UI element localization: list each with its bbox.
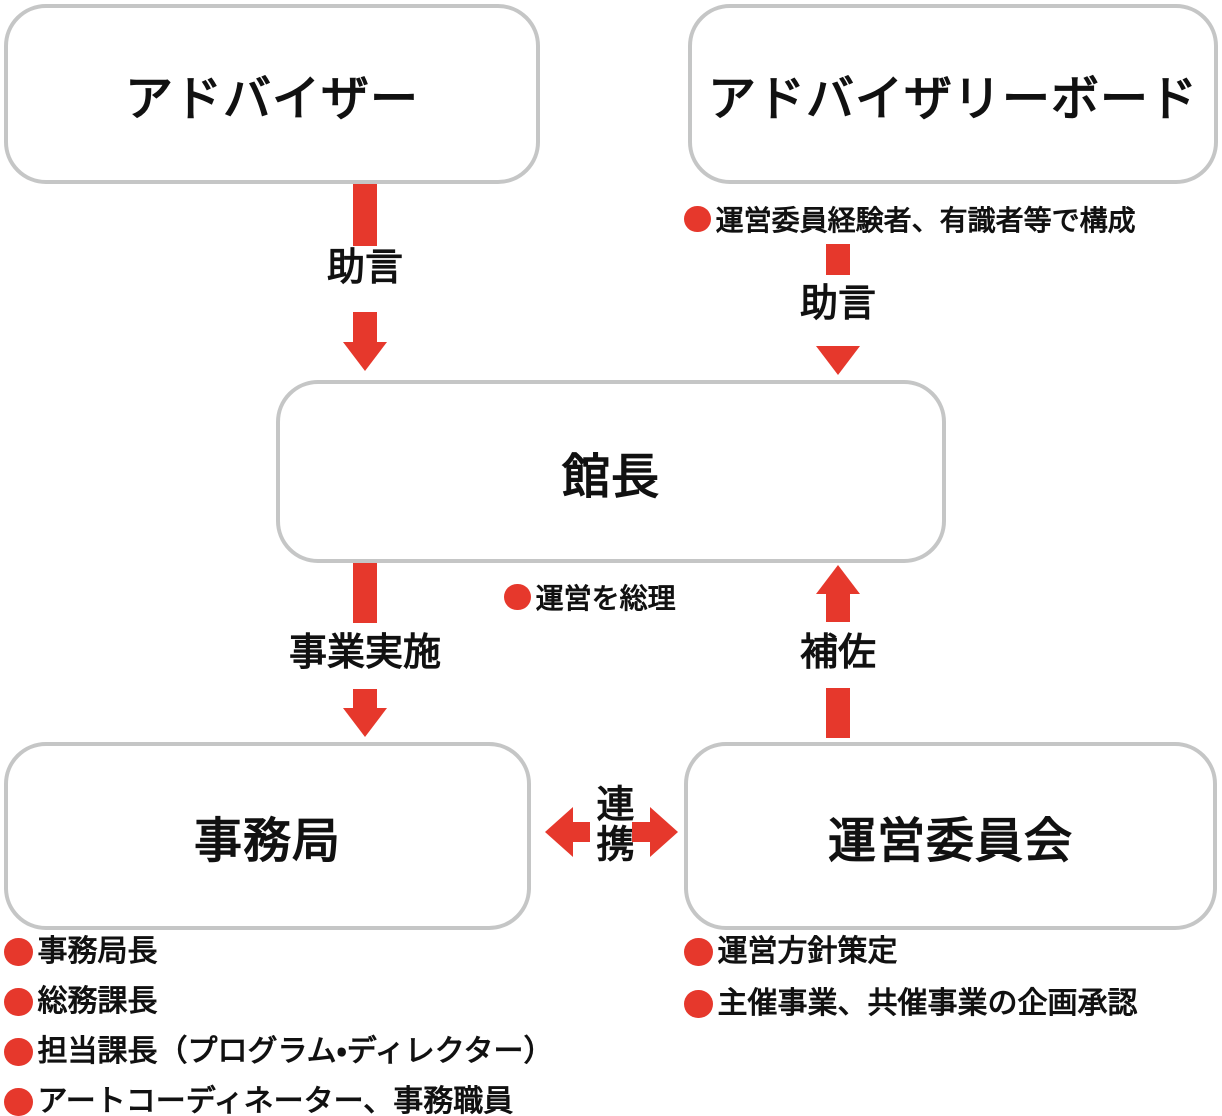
- bullet-icon: [684, 937, 713, 967]
- advisor-advice-arrow-shaft: [353, 312, 377, 342]
- advisor-advice-arrow-label: 助言: [326, 247, 404, 289]
- advisory-board-note-text: 運営委員経験者、有識者等で構成: [715, 205, 1136, 236]
- director-note-text: 運営を総理: [535, 583, 676, 614]
- business-execution-arrow-shaft: [353, 689, 377, 709]
- link-arrow-left-shaft: [570, 822, 590, 842]
- bullet-icon: [684, 989, 713, 1019]
- box-advisor-label: アドバイザー: [124, 73, 419, 126]
- assist-arrowhead-up-icon: [816, 565, 860, 594]
- assist-arrow-label: 補佐: [799, 632, 877, 674]
- business-execution-arrow-segment: [353, 563, 377, 623]
- steering-committee-note-text: 運営方針策定: [717, 935, 898, 968]
- secretariat-note-text: 事務局長: [37, 935, 158, 968]
- advisor-advice-arrowhead-down-icon: [343, 342, 387, 371]
- advisory-board-advice-arrowhead-down-icon: [816, 346, 860, 375]
- box-advisory-board: アドバイザリーボード: [688, 4, 1218, 184]
- assist-arrow-shaft: [826, 594, 850, 622]
- list-item: 総務課長: [4, 984, 554, 1020]
- advisory-board-note: 運営委員経験者、有識者等で構成: [684, 199, 1136, 239]
- box-director-label: 館長: [561, 450, 660, 504]
- secretariat-note-list: 事務局長 総務課長 担当課長（プログラム・ディレクター） アートコーディネーター…: [4, 934, 554, 1116]
- box-secretariat: 事務局: [4, 742, 531, 930]
- box-secretariat-label: 事務局: [193, 815, 341, 868]
- advisory-board-advice-arrow-label: 助言: [799, 283, 877, 325]
- secretariat-note-text: アートコーディネーター、事務職員: [37, 1085, 514, 1116]
- business-execution-arrow-label: 事業実施: [288, 632, 442, 674]
- box-steering-committee: 運営委員会: [684, 742, 1217, 930]
- director-note: 運営を総理: [504, 577, 676, 617]
- link-arrow-right-shaft: [632, 822, 652, 842]
- steering-committee-note-text: 主催事業、共催事業の企画承認: [717, 987, 1138, 1020]
- secretariat-note-text: 担当課長（プログラム・ディレクター）: [37, 1035, 554, 1068]
- link-arrowhead-right-icon: [650, 807, 678, 857]
- advisor-advice-arrow-segment: [353, 184, 377, 246]
- list-item: 事務局長: [4, 934, 554, 970]
- bullet-icon: [684, 205, 711, 233]
- list-item: アートコーディネーター、事務職員: [4, 1084, 554, 1116]
- link-arrowhead-left-icon: [545, 807, 573, 857]
- link-arrow-label: 連携: [590, 784, 632, 864]
- bullet-icon: [4, 937, 33, 967]
- business-execution-arrowhead-down-icon: [343, 708, 387, 737]
- list-item: 担当課長（プログラム・ディレクター）: [4, 1034, 554, 1070]
- box-director: 館長: [276, 380, 946, 563]
- secretariat-note-text: 総務課長: [37, 985, 158, 1018]
- advisory-board-advice-arrow-segment: [826, 244, 850, 275]
- box-advisory-board-label: アドバイザリーボード: [707, 73, 1198, 126]
- list-item: 主催事業、共催事業の企画承認: [684, 986, 1138, 1022]
- box-advisor: アドバイザー: [4, 4, 540, 184]
- bullet-icon: [4, 1087, 33, 1116]
- box-steering-committee-label: 運営委員会: [827, 815, 1073, 868]
- steering-committee-note-list: 運営方針策定 主催事業、共催事業の企画承認: [684, 934, 1138, 1022]
- assist-arrow-segment: [826, 688, 850, 738]
- bullet-icon: [504, 583, 531, 611]
- bullet-icon: [4, 1037, 33, 1067]
- bullet-icon: [4, 987, 33, 1017]
- list-item: 運営方針策定: [684, 934, 1138, 970]
